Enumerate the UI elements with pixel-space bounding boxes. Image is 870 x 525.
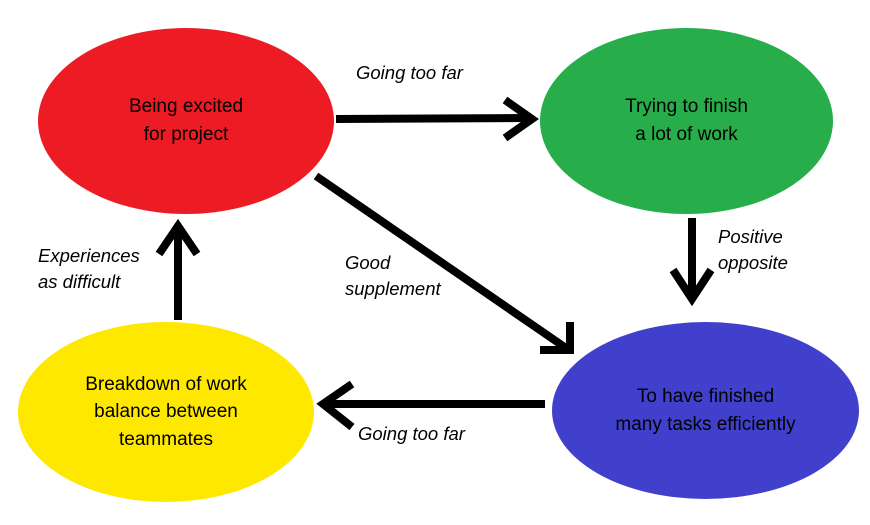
edge-label-good-supplement: Good supplement [345, 252, 441, 300]
edge-label-going-too-far-top: Going too far [356, 62, 463, 83]
edge-finished-to-breakdown [316, 380, 545, 431]
node-label: Trying to finish a lot of work [625, 96, 748, 145]
node-label: Being excited for project [128, 96, 244, 145]
node-breakdown-of-work-balance[interactable]: Breakdown of work balance between teamma… [18, 322, 314, 502]
node-being-excited-for-project[interactable]: Being excited for project [38, 28, 334, 214]
edge-label-going-too-far-bottom: Going too far [358, 423, 465, 444]
edge-excited-to-finished [313, 172, 574, 354]
edge-label-experiences-as-difficult: Experiences as difficult [38, 245, 140, 293]
node-label: Breakdown of work balance between teamma… [85, 373, 247, 450]
node-to-have-finished-many-tasks[interactable]: To have finished many tasks efficiently [552, 322, 859, 499]
edge-trying-to-finished [669, 218, 715, 307]
edge-label-positive-opposite: Positive opposite [718, 226, 788, 274]
edge-excited-to-trying [335, 96, 539, 142]
node-label: To have finished many tasks efficiently [615, 385, 796, 435]
edge-breakdown-to-excited [155, 218, 201, 320]
node-trying-to-finish-a-lot-of-work[interactable]: Trying to finish a lot of work [540, 28, 833, 214]
